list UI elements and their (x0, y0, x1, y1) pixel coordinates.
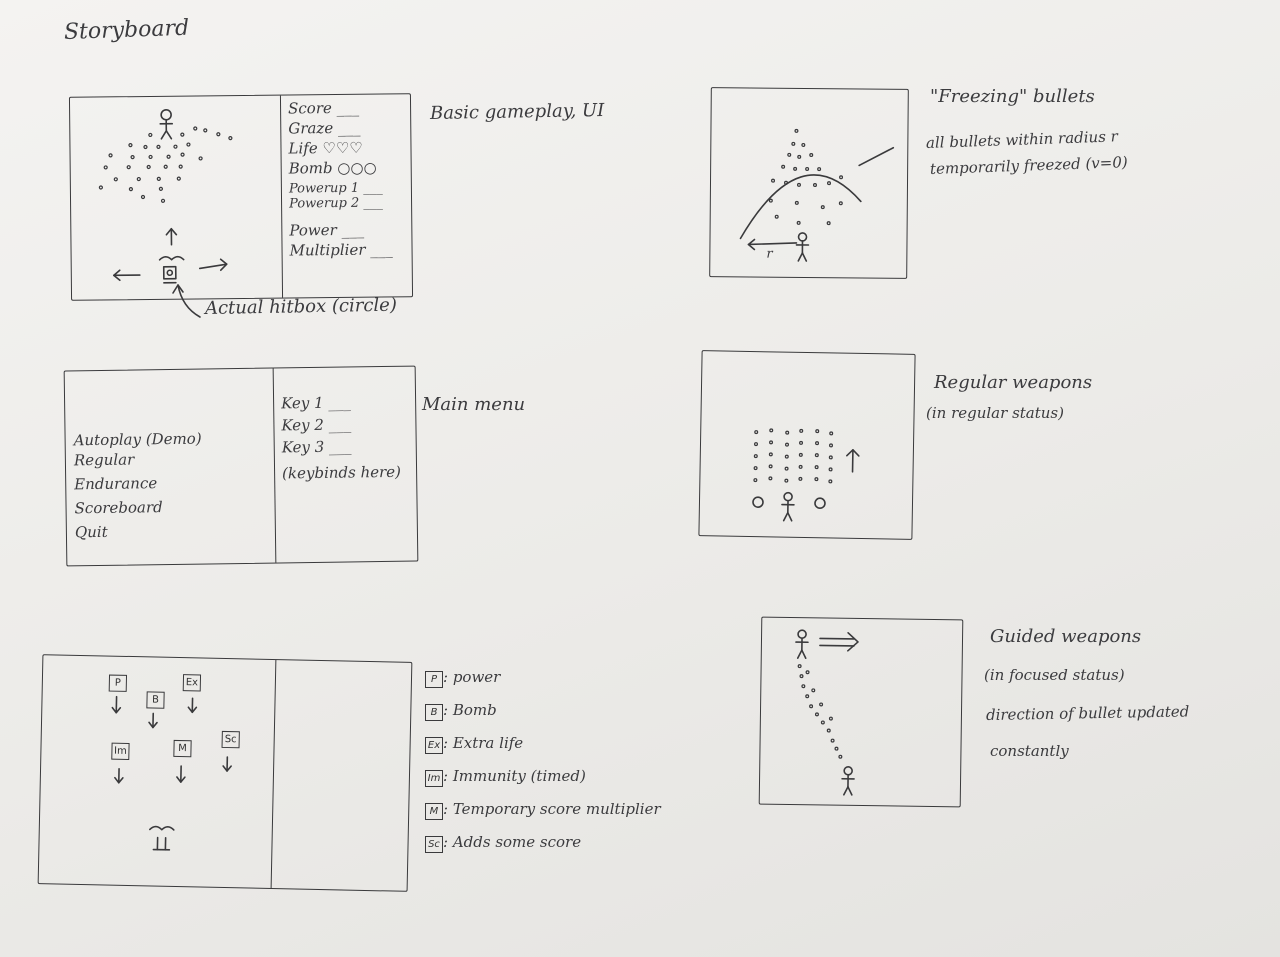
gameplay-drawing (98, 108, 233, 284)
storyboard-title: Storyboard (63, 15, 190, 45)
player-ship-icon (795, 232, 810, 262)
freeze-radius-arc (739, 174, 862, 240)
freeze-drawing (739, 128, 895, 262)
keybind-row-3: Key 3 ___ (281, 437, 352, 457)
sidebar-row-powerup1: Powerup 1 ___ (288, 180, 383, 197)
guided-caption-1: Guided weapons (990, 626, 1142, 647)
menu-caption: Main menu (422, 394, 526, 415)
legend-row-multiplier: M: Temporary score multiplier (425, 800, 661, 820)
guided-drawing (795, 629, 859, 796)
radius-label: r (766, 246, 773, 262)
legend-row-score: Sc: Adds some score (425, 833, 661, 853)
legend-row-power: P: power (425, 668, 661, 688)
freeze-panel: r (709, 87, 909, 279)
legend-badge-b: B (425, 704, 443, 721)
gameplay-caption: Basic gameplay, UI (429, 99, 605, 124)
radius-arrow-icon (747, 238, 798, 251)
sidebar-row-powerup2: Powerup 2 ___ (288, 195, 383, 212)
sidebar-row-life: Life ♡♡♡ (288, 138, 363, 158)
gameplay-sidebar: Score ___ Graze ___ Life ♡♡♡ Bomb ○○○ Po… (287, 98, 410, 260)
menu-item-endurance[interactable]: Endurance (74, 474, 158, 494)
legend-row-extra: Ex: Extra life (425, 734, 661, 754)
menu-divider (272, 368, 277, 563)
up-arrow-icon (846, 449, 860, 473)
gameplay-panel: Score ___ Graze ___ Life ♡♡♡ Bomb ○○○ Po… (68, 93, 414, 301)
freeze-caption: "Freezing" bullets (930, 86, 1095, 107)
move-arrows-icon (113, 227, 228, 282)
menu-item-regular[interactable]: Regular (73, 450, 135, 470)
sidebar-row-multiplier: Multiplier ___ (289, 240, 393, 260)
player-ship-icon (781, 491, 795, 522)
regular-drawing (752, 428, 860, 522)
freeze-line1: all bullets within radius r (925, 127, 1119, 152)
legend-badge-m: M (425, 803, 443, 820)
menu-list: Autoplay (Demo) Regular Endurance Scoreb… (73, 430, 203, 542)
hitbox-pointer (172, 284, 201, 318)
items-drawing (111, 695, 232, 851)
legend-row-immunity: Im: Immunity (timed) (425, 767, 661, 787)
player-ship-icon (158, 255, 185, 284)
hitbox-note: Actual hitbox (circle) (204, 294, 398, 319)
legend-badge-im: Im (425, 770, 443, 787)
guided-caption-3: direction of bullet updated (985, 702, 1190, 724)
guided-caption-2: (in focused status) (984, 666, 1125, 684)
regular-bullets (753, 428, 834, 484)
enemy-figure-icon (795, 629, 809, 660)
keybind-row-1: Key 1 ___ (281, 393, 351, 413)
menu-item-scoreboard[interactable]: Scoreboard (74, 498, 163, 518)
guided-bullets (797, 664, 843, 759)
double-arrow-icon (819, 632, 859, 652)
frozen-bullets (768, 128, 844, 226)
items-panel: P B Ex Im M Sc (37, 654, 413, 892)
guided-caption-4: constantly (990, 742, 1069, 760)
freeze-line2: temporarily freezed (v=0) (929, 153, 1129, 178)
sidebar-row-score: Score ___ (287, 98, 360, 118)
sidebar-row-bomb: Bomb ○○○ (288, 158, 377, 178)
menu-panel: Autoplay (Demo) Regular Endurance Scoreb… (63, 365, 419, 567)
regular-panel (698, 350, 916, 540)
keybind-row-2: Key 2 ___ (281, 415, 352, 435)
bullet-spray (98, 126, 233, 203)
sidebar-row-graze: Graze ___ (288, 118, 361, 138)
legend-badge-ex: Ex (425, 737, 443, 754)
legend-row-bomb: B: Bomb (425, 701, 661, 721)
falling-arrows-icon (111, 695, 232, 784)
sidebar-row-power: Power ___ (289, 220, 365, 240)
option-orb-icon (752, 496, 826, 510)
keybind-row-note: (keybinds here) (281, 462, 402, 483)
legend-badge-p: P (425, 671, 443, 688)
legend-badge-sc: Sc (425, 836, 443, 853)
player-ship-icon (149, 825, 175, 851)
boss-figure-icon (159, 108, 174, 140)
regular-caption-1: Regular weapons (934, 372, 1093, 393)
guided-panel (758, 616, 964, 808)
items-legend: P: power B: Bomb Ex: Extra life Im: Immu… (425, 668, 661, 853)
menu-item-autoplay[interactable]: Autoplay (Demo) (73, 429, 202, 450)
menu-item-quit[interactable]: Quit (74, 522, 108, 542)
player-ship-icon (841, 766, 855, 796)
regular-caption-2: (in regular status) (926, 404, 1064, 422)
keybind-list: Key 1 ___ Key 2 ___ Key 3 ___ (keybinds … (281, 393, 402, 483)
